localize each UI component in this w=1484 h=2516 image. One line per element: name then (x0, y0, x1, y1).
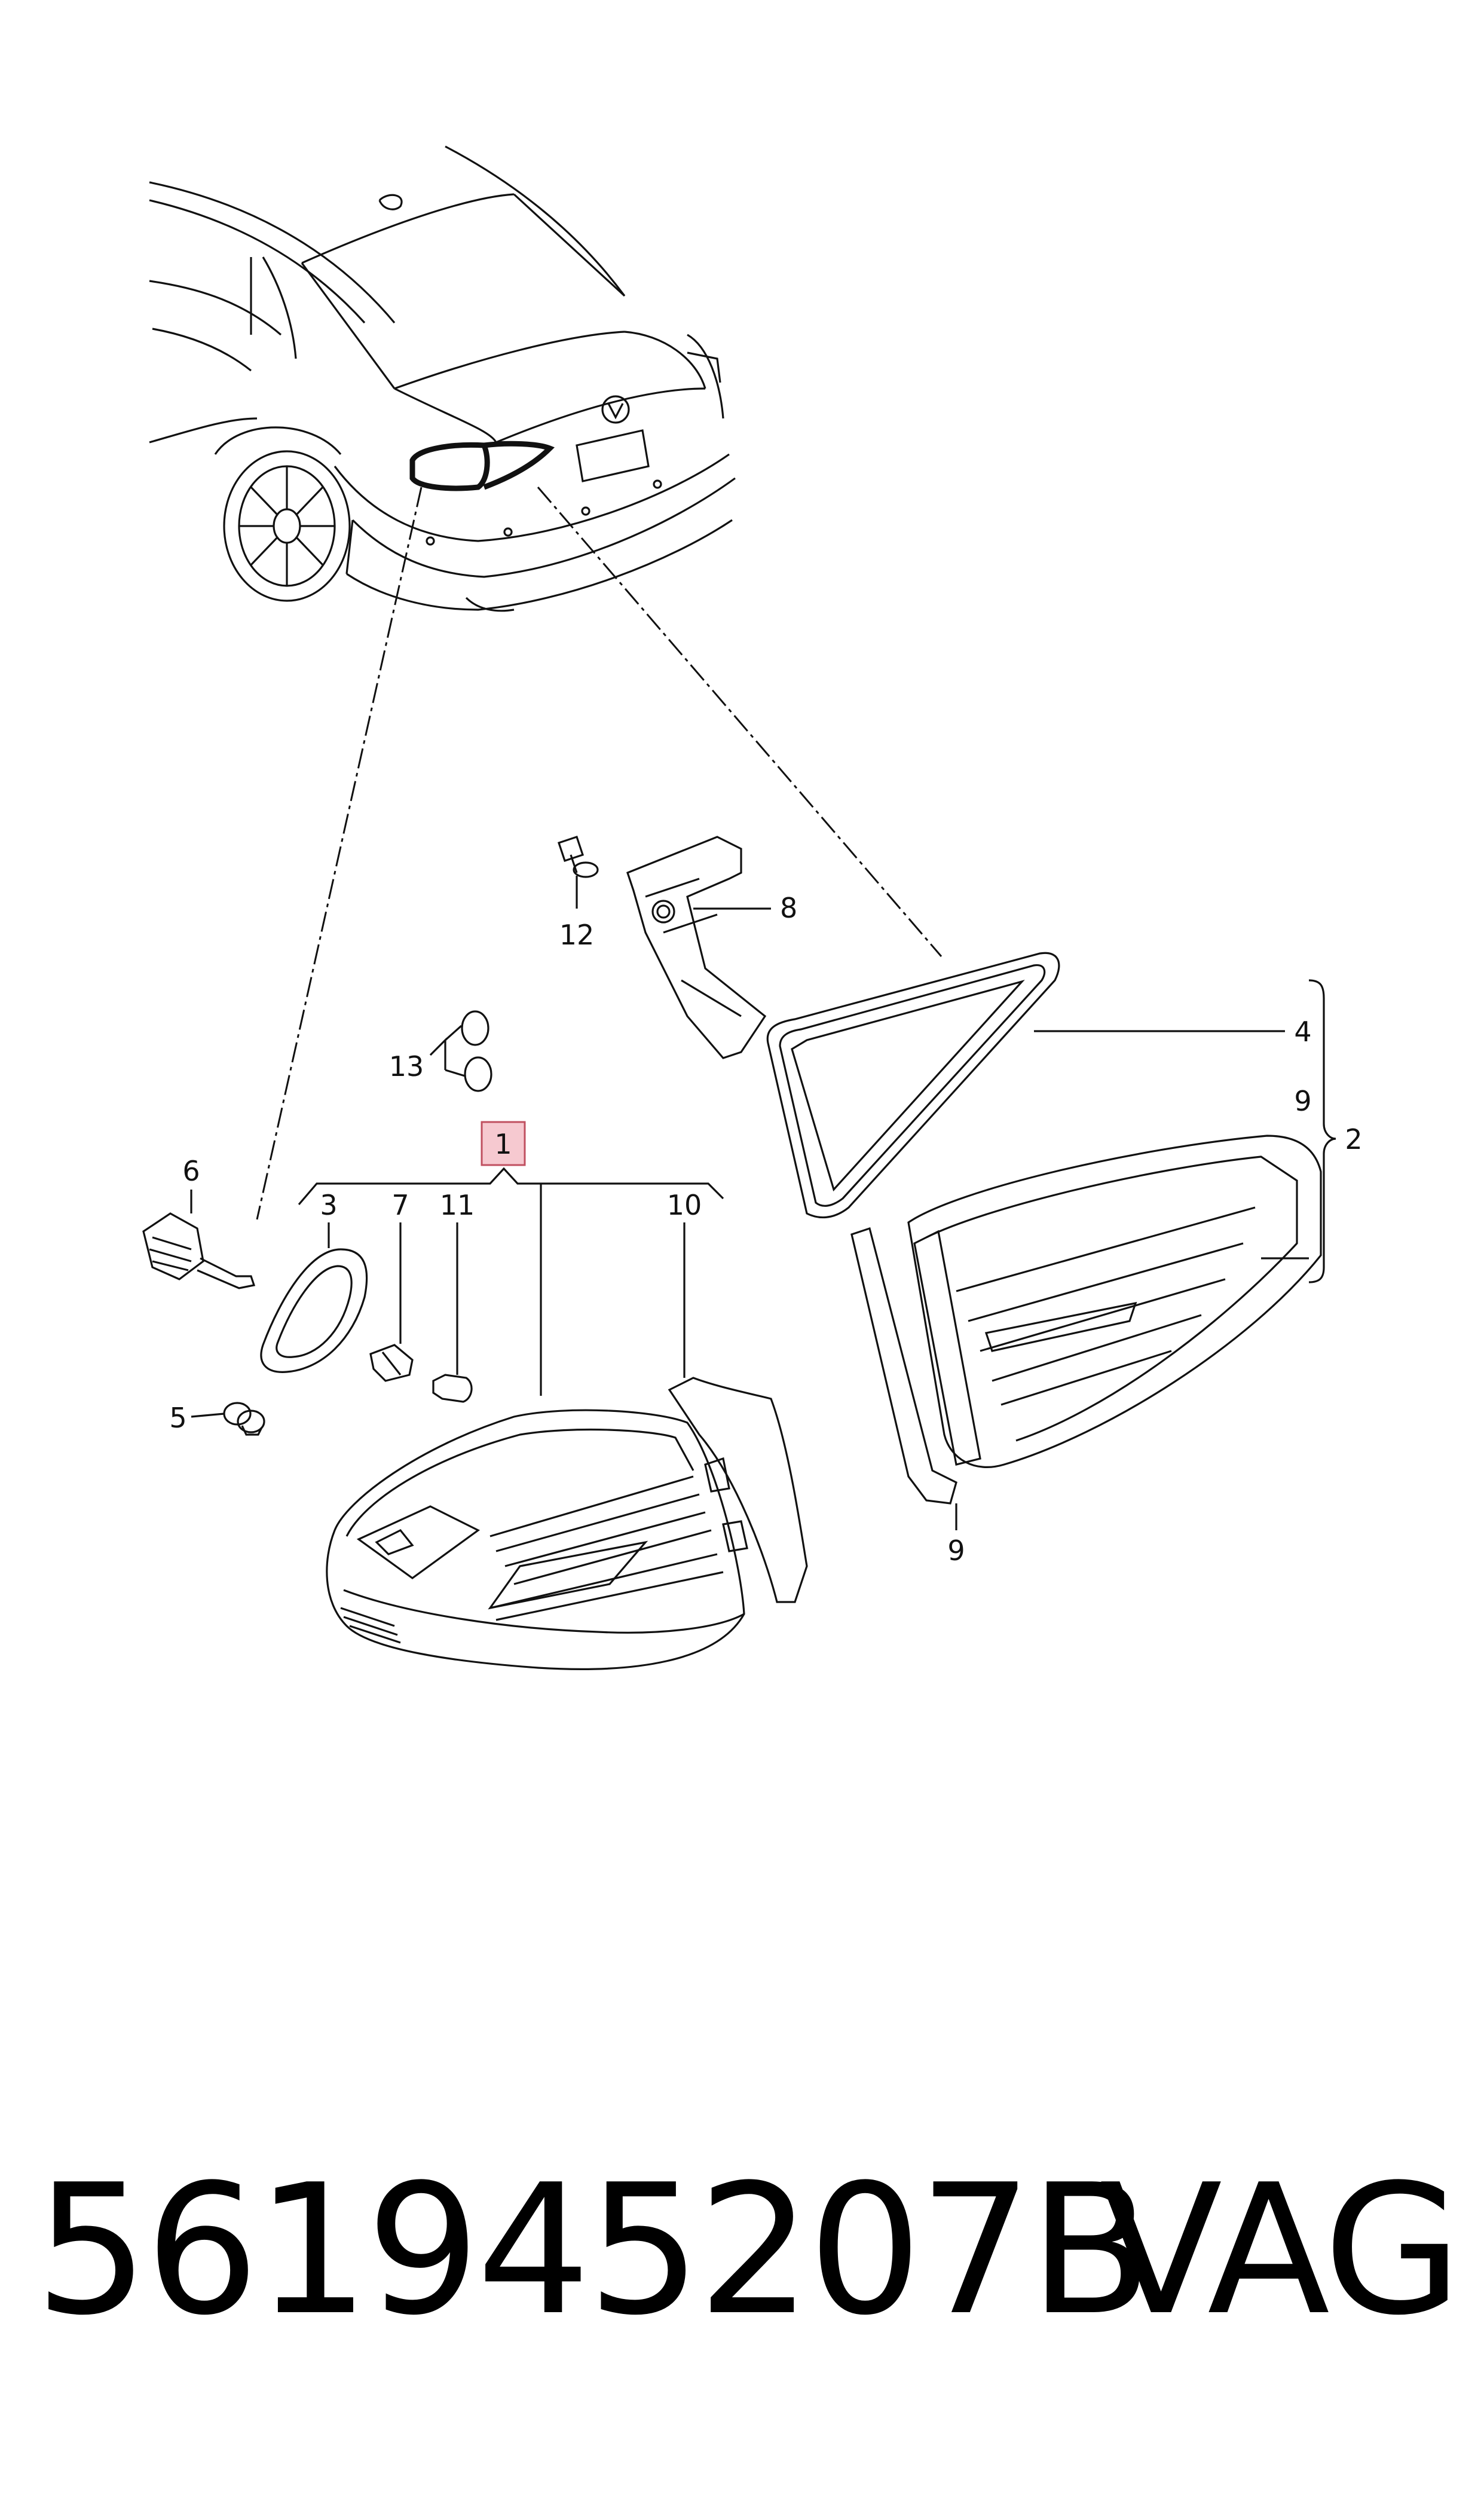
clip-part (223, 1402, 265, 1436)
brand-label: VAG (1100, 2146, 1462, 2355)
callout-12[interactable]: 12 (559, 919, 595, 951)
callout-10[interactable]: 10 (667, 1189, 702, 1221)
callout-7[interactable]: 7 (391, 1189, 409, 1221)
callout-1[interactable]: 1 (494, 1128, 512, 1160)
callout-9-right[interactable]: 9 (1294, 1085, 1311, 1117)
callout-13[interactable]: 13 (389, 1050, 424, 1083)
footer: 561945207B VAG (0, 2143, 1484, 2382)
bulb-holder-part (142, 1212, 256, 1289)
lamp-seal-part (260, 1248, 368, 1373)
callout-9-bottom[interactable]: 9 (947, 1534, 965, 1567)
seal-gasket-part (766, 952, 1060, 1219)
callout-2[interactable]: 2 (1345, 1123, 1362, 1155)
cap-parts (461, 1010, 492, 1092)
callout-4[interactable]: 4 (1294, 1016, 1311, 1048)
callout-3[interactable]: 3 (320, 1189, 337, 1221)
car-rear-illustration (149, 145, 736, 612)
outer-tail-light-part (326, 1377, 808, 1670)
inner-tail-light-part (850, 1135, 1322, 1505)
callout-1-highlight[interactable] (481, 1121, 526, 1166)
callout-leaders (190, 876, 1336, 1530)
part-number: 561945207B (35, 2146, 1152, 2355)
callout-5[interactable]: 5 (169, 1402, 186, 1434)
callout-11[interactable]: 11 (440, 1189, 475, 1221)
callout-labels: 1 2 3 4 5 6 7 8 9 9 10 11 12 13 (169, 892, 1362, 1567)
callout-8[interactable]: 8 (780, 892, 797, 924)
leader-lines (256, 487, 943, 1220)
mounting-bracket-part (626, 836, 767, 1059)
bulb-parts (369, 1344, 473, 1403)
screw-part (557, 835, 599, 878)
callout-6[interactable]: 6 (182, 1155, 200, 1187)
